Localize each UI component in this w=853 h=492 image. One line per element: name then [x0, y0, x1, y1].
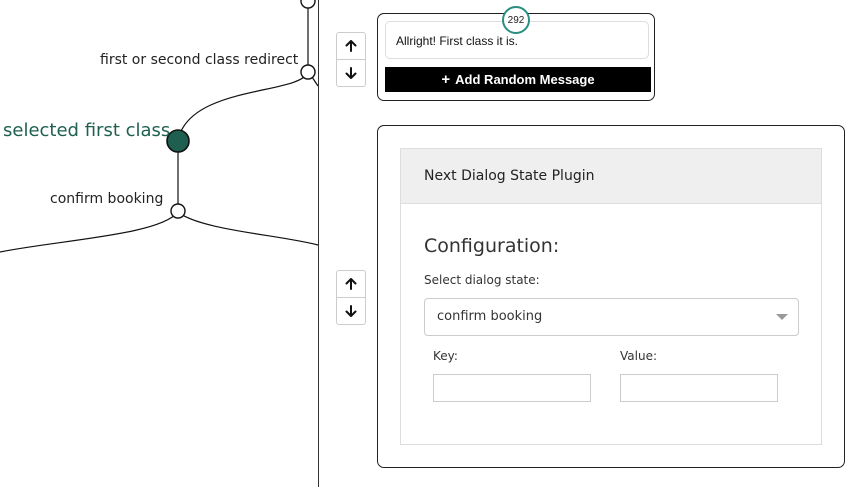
value-input[interactable]: [620, 374, 778, 402]
move-plugin-down-button[interactable]: [337, 297, 365, 324]
graph-node-selected-first-class[interactable]: [166, 129, 190, 153]
message-reorder-controls: [336, 32, 366, 87]
dialog-state-select[interactable]: confirm booking: [424, 298, 799, 336]
message-card: Allright! First class it is. 292 + Add R…: [377, 6, 655, 101]
move-message-up-button[interactable]: [337, 33, 365, 59]
plugin-header: Next Dialog State Plugin: [401, 149, 821, 204]
node-label-redirect: first or second class redirect: [100, 52, 299, 68]
select-dialog-state-label: Select dialog state:: [424, 273, 540, 287]
graph-edge: [0, 211, 179, 253]
graph-node-confirm-booking[interactable]: [170, 203, 186, 219]
plus-icon: +: [441, 71, 451, 88]
node-label-selected-first-class: selected first class: [3, 120, 171, 141]
arrow-up-icon: [345, 40, 357, 52]
add-random-message-label: Add Random Message: [455, 72, 595, 87]
arrow-down-icon: [345, 67, 357, 79]
caret-down-icon: [776, 314, 788, 320]
key-input[interactable]: [433, 374, 591, 402]
plugin-reorder-controls: [336, 270, 366, 325]
node-label-confirm-booking: confirm booking: [50, 191, 164, 207]
add-random-message-button[interactable]: + Add Random Message: [385, 67, 651, 92]
plugin-panel: Next Dialog State Plugin Configuration: …: [400, 148, 822, 445]
key-label: Key:: [433, 349, 458, 363]
configuration-title: Configuration:: [424, 235, 560, 257]
graph-node-first-or-second-class-redirect[interactable]: [300, 64, 316, 80]
arrow-down-icon: [345, 305, 357, 317]
graph-edges: [0, 0, 319, 253]
move-message-down-button[interactable]: [337, 59, 365, 86]
graph-edge: [177, 211, 319, 246]
plugin-card-outer: Next Dialog State Plugin Configuration: …: [377, 125, 845, 468]
arrow-up-icon: [345, 278, 357, 290]
message-count-badge: 292: [502, 6, 530, 34]
move-plugin-up-button[interactable]: [337, 271, 365, 297]
dialog-state-selected-value: confirm booking: [437, 309, 543, 324]
graph-edge: [177, 71, 309, 141]
value-label: Value:: [620, 349, 657, 363]
dialog-graph: first or second class redirect selected …: [0, 0, 320, 487]
graph-node[interactable]: [300, 0, 316, 9]
panel-divider: [318, 0, 319, 487]
